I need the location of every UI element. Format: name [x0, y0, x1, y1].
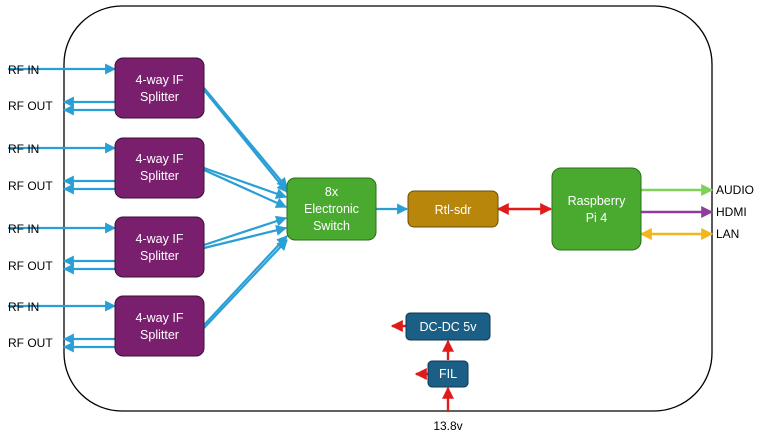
rtl-sdr: Rtl-sdr — [407, 190, 499, 228]
rf-out-label-3: RF OUT — [8, 259, 53, 273]
splitter-3-line2: Splitter — [140, 249, 179, 263]
splitter-3-line1: 4-way IF — [136, 232, 184, 246]
splitter-2: 4-way IF Splitter — [114, 137, 205, 199]
splitter-4-line1: 4-way IF — [136, 311, 184, 325]
dcdc-converter: DC-DC 5v — [405, 312, 491, 341]
power-arrows — [390, 320, 454, 412]
splitter-to-switch-arrows — [203, 87, 288, 329]
supply-voltage-label: 13.8v — [433, 419, 462, 433]
rf-in-label-1: RF IN — [8, 63, 39, 77]
rf-in-label-3: RF IN — [8, 222, 39, 236]
splitter-1: 4-way IF Splitter — [114, 57, 205, 119]
filter-box: FIL — [427, 360, 469, 388]
switch-line1: 8x — [325, 185, 339, 199]
splitter-4: 4-way IF Splitter — [114, 295, 205, 357]
splitter-1-line1: 4-way IF — [136, 73, 184, 87]
raspberry-line2: Pi 4 — [586, 211, 608, 225]
audio-label: AUDIO — [716, 183, 754, 197]
lan-label: LAN — [716, 227, 739, 241]
switch-line3: Switch — [313, 219, 350, 233]
rf-out-label-4: RF OUT — [8, 336, 53, 350]
sdr-label: Rtl-sdr — [435, 203, 472, 217]
switch-line2: Electronic — [304, 202, 359, 216]
fil-label: FIL — [439, 367, 457, 381]
splitter-4-line2: Splitter — [140, 328, 179, 342]
splitter-3: 4-way IF Splitter — [114, 216, 205, 278]
rf-io-arrows — [8, 63, 117, 353]
rf-in-label-4: RF IN — [8, 300, 39, 314]
splitter-1-line2: Splitter — [140, 90, 179, 104]
rf-out-label-2: RF OUT — [8, 179, 53, 193]
raspberry-line1: Raspberry — [568, 194, 626, 208]
hdmi-label: HDMI — [716, 205, 747, 219]
splitter-2-line2: Splitter — [140, 169, 179, 183]
splitter-2-line1: 4-way IF — [136, 152, 184, 166]
raspberry-pi: Raspberry Pi 4 — [551, 167, 642, 251]
rf-in-label-2: RF IN — [8, 142, 39, 156]
rf-out-label-1: RF OUT — [8, 99, 53, 113]
electronic-switch: 8x Electronic Switch — [286, 177, 377, 241]
dcdc-label: DC-DC 5v — [420, 320, 478, 334]
